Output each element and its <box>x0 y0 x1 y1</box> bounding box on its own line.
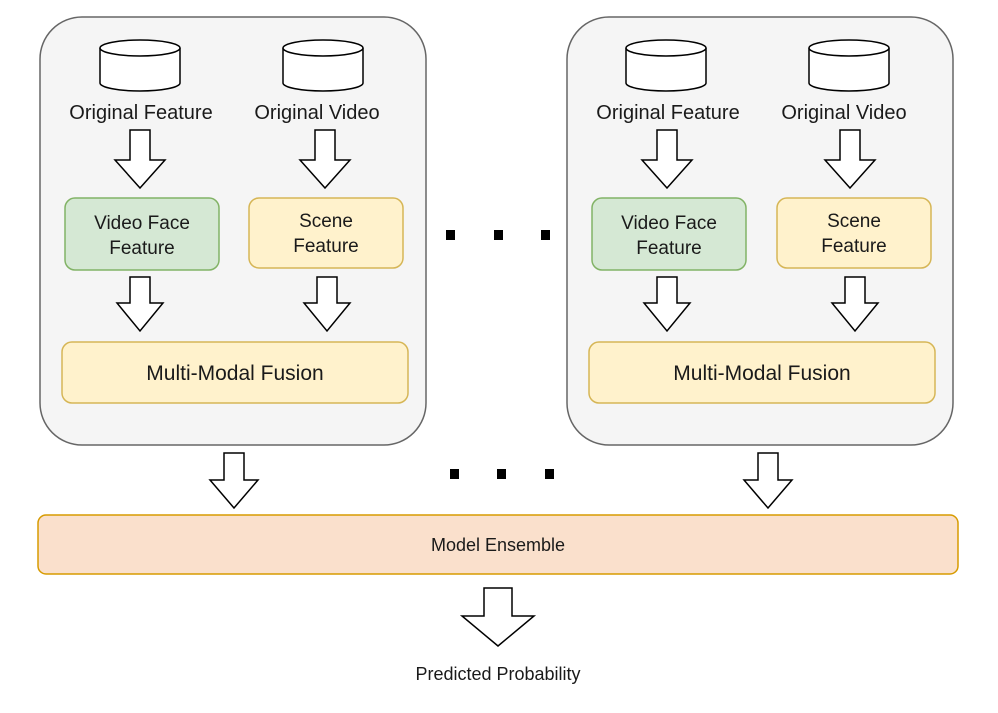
left-scene-feature-line2: Feature <box>293 236 358 257</box>
left-arrow-face-to-fusion <box>115 276 165 333</box>
lower-ellipsis <box>450 469 554 479</box>
right-original-feature-label: Original Feature <box>596 102 739 124</box>
left-branch-panel: Original Feature Original Video Video Fa… <box>39 16 427 446</box>
right-branch-panel: Original Feature Original Video Video Fa… <box>566 16 954 446</box>
ensemble-to-output-arrow <box>459 587 537 647</box>
left-original-feature-database-icon <box>99 39 181 92</box>
left-panel-to-ensemble-arrow <box>208 452 260 510</box>
model-ensemble: Model Ensemble <box>37 514 959 575</box>
right-multi-modal-fusion-label: Multi-Modal Fusion <box>673 362 850 385</box>
left-original-feature-label: Original Feature <box>69 102 212 124</box>
left-scene-feature-line1: Scene <box>299 211 353 232</box>
left-arrow-scene-to-fusion <box>302 276 352 333</box>
left-panel-background <box>39 16 427 446</box>
right-arrow-to-face-feature <box>640 129 694 190</box>
right-video-face-feature-line2: Feature <box>636 238 701 259</box>
right-scene-feature-box <box>776 197 932 269</box>
left-video-face-feature-box <box>64 197 220 271</box>
right-multi-modal-fusion-box <box>588 341 936 404</box>
left-video-face-feature-line1: Video Face <box>94 213 190 234</box>
left-arrow-to-face-feature <box>113 129 167 190</box>
left-video-face-feature-line2: Feature <box>109 238 174 259</box>
left-arrow-to-scene-feature <box>298 129 352 190</box>
predicted-probability-label: Predicted Probability <box>415 664 580 684</box>
right-original-video-database-icon <box>808 39 890 92</box>
right-panel-background <box>566 16 954 446</box>
left-multi-modal-fusion-box <box>61 341 409 404</box>
right-arrow-to-scene-feature <box>823 129 877 190</box>
right-scene-feature-line1: Scene <box>827 211 881 232</box>
right-original-feature-database-icon <box>625 39 707 92</box>
right-video-face-feature-box <box>591 197 747 271</box>
right-arrow-face-to-fusion <box>642 276 692 333</box>
left-original-video-label: Original Video <box>254 102 379 124</box>
model-ensemble-box <box>37 514 959 575</box>
left-scene-feature-box <box>248 197 404 269</box>
middle-ellipsis <box>446 230 550 240</box>
right-video-face-feature-line1: Video Face <box>621 213 717 234</box>
right-panel-to-ensemble-arrow <box>742 452 794 510</box>
model-ensemble-label: Model Ensemble <box>431 535 565 555</box>
right-scene-feature-line2: Feature <box>821 236 886 257</box>
right-arrow-scene-to-fusion <box>830 276 880 333</box>
right-original-video-label: Original Video <box>781 102 906 124</box>
left-original-video-database-icon <box>282 39 364 92</box>
left-multi-modal-fusion-label: Multi-Modal Fusion <box>146 362 323 385</box>
